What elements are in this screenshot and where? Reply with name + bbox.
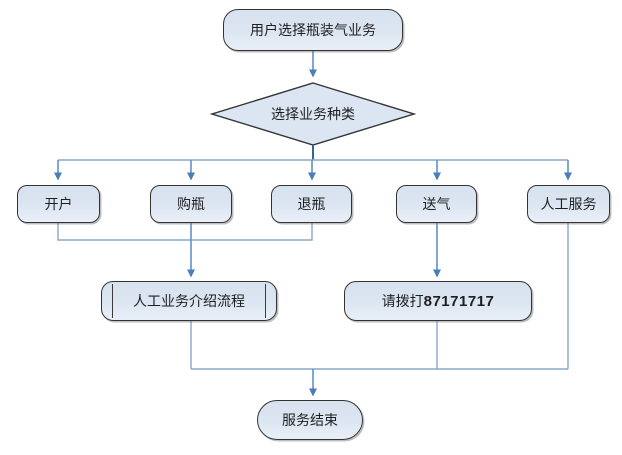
node-buy-bottle-label: 购瓶 xyxy=(177,198,205,213)
node-return-bottle-label: 退瓶 xyxy=(297,198,326,213)
collector-open-return xyxy=(57,223,313,241)
node-start-label: 用户选择瓶装气业务 xyxy=(250,24,376,39)
node-end: 服务结束 xyxy=(257,400,363,440)
node-gas-delivery: 送气 xyxy=(396,185,477,223)
node-decision: 选择业务种类 xyxy=(213,100,413,128)
node-end-label: 服务结束 xyxy=(282,414,338,429)
node-buy-bottle: 购瓶 xyxy=(150,185,232,223)
node-intro-process-label: 人工业务介绍流程 xyxy=(133,295,245,310)
node-start: 用户选择瓶装气业务 xyxy=(223,9,403,51)
predefined-process-bar-right xyxy=(265,284,266,318)
node-gas-delivery-label: 送气 xyxy=(422,198,451,213)
call-prefix-label: 请拨打 xyxy=(381,295,424,310)
node-decision-label: 选择业务种类 xyxy=(271,108,355,123)
node-open-account: 开户 xyxy=(17,185,100,223)
node-manual-service-label: 人工服务 xyxy=(540,198,597,213)
hotline-number: 87171717 xyxy=(423,292,495,310)
node-intro-process: 人工业务介绍流程 xyxy=(101,281,277,321)
node-manual-service: 人工服务 xyxy=(527,185,610,223)
predefined-process-bar-left xyxy=(112,284,113,318)
node-open-account-label: 开户 xyxy=(44,198,73,213)
node-return-bottle: 退瓶 xyxy=(271,185,352,223)
